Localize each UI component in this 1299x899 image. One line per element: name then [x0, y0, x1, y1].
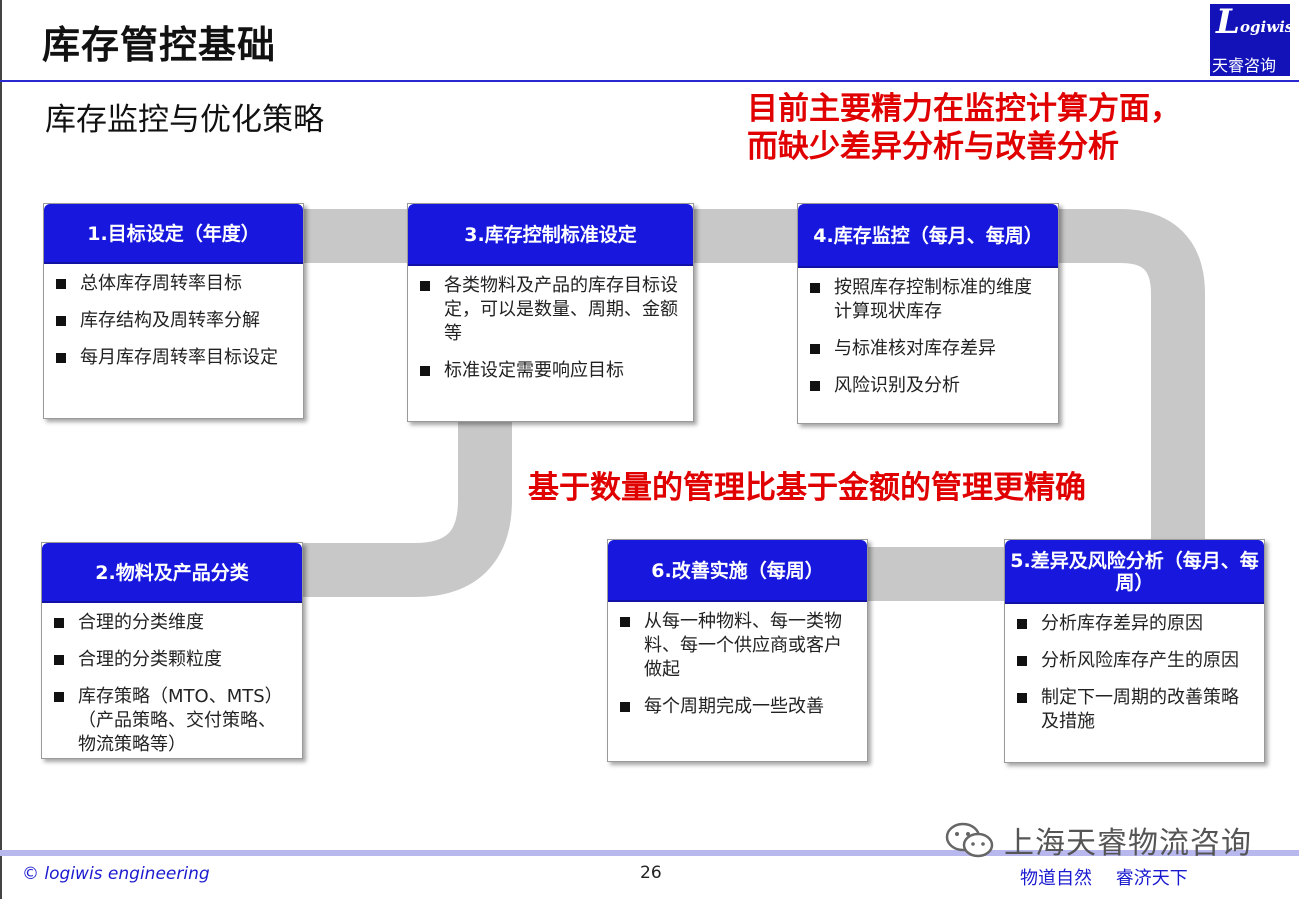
list-item: 库存结构及周转率分解 — [54, 309, 293, 333]
connector-4-5 — [1058, 209, 1205, 560]
logo-chinese: 天睿咨询 — [1212, 56, 1277, 75]
logo-initial: L — [1216, 2, 1240, 42]
title-divider — [0, 80, 1299, 82]
step-title-1: 1.目标设定（年度） — [44, 204, 303, 264]
list-item: 各类物料及产品的库存目标设定，可以是数量、周期、金额等 — [418, 274, 683, 346]
step-title-5: 5.差异及风险分析（每月、每周） — [1005, 540, 1264, 604]
footer-divider — [0, 850, 1299, 856]
list-item: 合理的分类颗粒度 — [52, 648, 292, 672]
page-title: 库存管控基础 — [42, 23, 277, 67]
list-item: 合理的分类维度 — [52, 611, 292, 635]
step-box-3: 3.库存控制标准设定 各类物料及产品的库存目标设定，可以是数量、周期、金额等 标… — [407, 203, 694, 422]
step-list-4: 按照库存控制标准的维度计算现状库存 与标准核对库存差异 风险识别及分析 — [798, 268, 1058, 417]
list-item: 标准设定需要响应目标 — [418, 359, 683, 383]
copyright-text: © logiwis engineering — [22, 864, 210, 884]
step-list-1: 总体库存周转率目标 库存结构及周转率分解 每月库存周转率目标设定 — [44, 264, 303, 389]
step-title-6: 6.改善实施（每周） — [608, 540, 867, 602]
step-list-5: 分析库存差异的原因 分析风险库存产生的原因 制定下一周期的改善策略及措施 — [1005, 604, 1264, 740]
list-item: 制定下一周期的改善策略及措施 — [1015, 686, 1254, 734]
step-list-2: 合理的分类维度 合理的分类颗粒度 库存策略（MTO、MTS）（产品策略、交付策略… — [42, 603, 302, 763]
slide-left-border — [0, 0, 2, 899]
list-item: 库存策略（MTO、MTS）（产品策略、交付策略、物流策略等） — [52, 685, 292, 757]
list-item: 从每一种物料、每一类物料、每一个供应商或客户做起 — [618, 610, 857, 682]
list-item: 总体库存周转率目标 — [54, 272, 293, 296]
connector-3-2 — [300, 420, 512, 597]
list-item: 分析库存差异的原因 — [1015, 612, 1254, 636]
step-title-2: 2.物料及产品分类 — [42, 543, 302, 603]
step-list-3: 各类物料及产品的库存目标设定，可以是数量、周期、金额等 标准设定需要响应目标 — [408, 266, 693, 402]
wechat-watermark: 上海天睿物流咨询 — [944, 818, 1252, 862]
wechat-icon — [945, 822, 994, 858]
section-subtitle: 库存监控与优化策略 — [45, 102, 324, 138]
step-box-6: 6.改善实施（每周） 从每一种物料、每一类物料、每一个供应商或客户做起 每个周期… — [607, 539, 868, 762]
list-item: 风险识别及分析 — [808, 374, 1048, 398]
red-callout-middle: 基于数量的管理比基于金额的管理更精确 — [528, 470, 1086, 506]
step-title-3: 3.库存控制标准设定 — [408, 204, 693, 266]
step-title-4: 4.库存监控（每月、每周） — [798, 204, 1058, 268]
list-item: 与标准核对库存差异 — [808, 337, 1048, 361]
list-item: 每月库存周转率目标设定 — [54, 346, 293, 370]
wechat-account-name: 上海天睿物流咨询 — [1004, 826, 1252, 861]
logiwis-logo: L ogiwis 天睿咨询 — [1210, 2, 1294, 76]
red-callout-top: 目前主要精力在监控计算方面， 而缺少差异分析与改善分析 — [747, 90, 1181, 166]
step-list-6: 从每一种物料、每一类物料、每一个供应商或客户做起 每个周期完成一些改善 — [608, 602, 867, 738]
step-box-2: 2.物料及产品分类 合理的分类维度 合理的分类颗粒度 库存策略（MTO、MTS）… — [41, 542, 303, 759]
step-box-1: 1.目标设定（年度） 总体库存周转率目标 库存结构及周转率分解 每月库存周转率目… — [43, 203, 304, 419]
company-slogan: 物道自然 睿济天下 — [1020, 868, 1188, 889]
page-number: 26 — [640, 863, 662, 883]
list-item: 分析风险库存产生的原因 — [1015, 649, 1254, 673]
list-item: 按照库存控制标准的维度计算现状库存 — [808, 276, 1048, 324]
step-box-5: 5.差异及风险分析（每月、每周） 分析库存差异的原因 分析风险库存产生的原因 制… — [1004, 539, 1265, 763]
step-box-4: 4.库存监控（每月、每周） 按照库存控制标准的维度计算现状库存 与标准核对库存差… — [797, 203, 1059, 424]
red-callout-top-line1: 目前主要精力在监控计算方面， — [747, 91, 1181, 127]
logo-word: ogiwis — [1240, 18, 1294, 36]
list-item: 每个周期完成一些改善 — [618, 695, 857, 719]
red-callout-top-line2: 而缺少差异分析与改善分析 — [747, 129, 1119, 165]
